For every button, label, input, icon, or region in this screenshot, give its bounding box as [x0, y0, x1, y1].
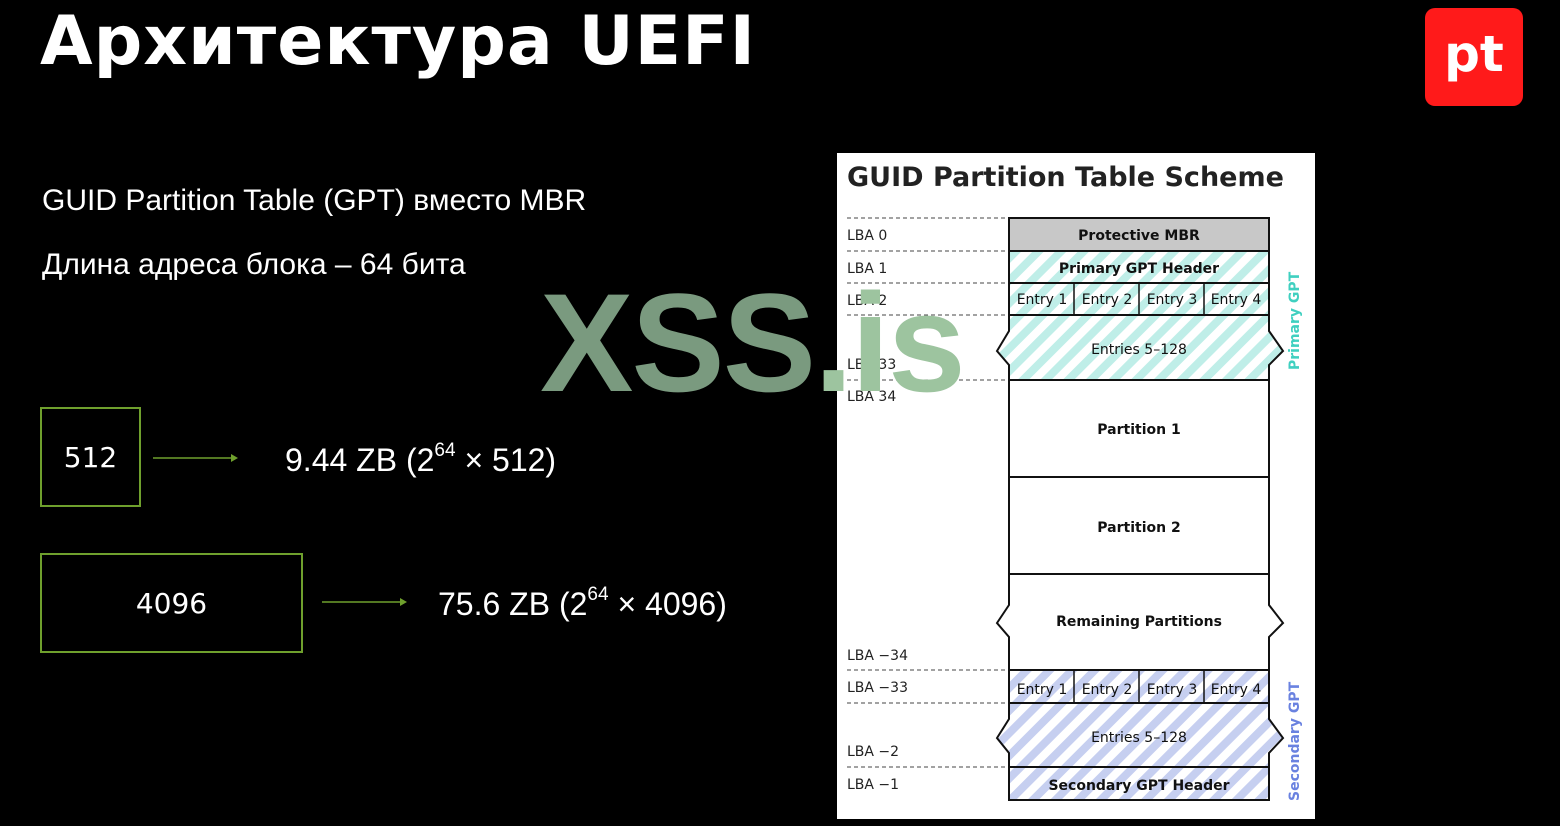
lba-label: LBA −34 — [847, 648, 908, 664]
primary-gpt-header-block — [1008, 250, 1270, 284]
bullet-address-length: Длина адреса блока – 64 бита — [42, 248, 466, 281]
block-size-512-box: 512 — [40, 407, 141, 507]
partition-1-label: Partition 1 — [1097, 422, 1180, 438]
lba-label: LBA 2 — [847, 293, 887, 309]
pt-logo: pt — [1425, 8, 1523, 106]
lba-label: LBA 0 — [847, 228, 887, 244]
secondary-gpt-label: Secondary GPT — [1287, 681, 1303, 801]
lba-label: LBA 33 — [847, 357, 896, 373]
primary-entry: Entry 3 — [1147, 292, 1198, 308]
watermark-xss: XSS — [540, 264, 816, 421]
result-4096: 75.6 ZB (264 × 4096) — [438, 584, 727, 622]
bullet-gpt: GUID Partition Table (GPT) вместо MBR — [42, 184, 587, 217]
remaining-partitions-label: Remaining Partitions — [1056, 614, 1222, 630]
lba-label: LBA −2 — [847, 744, 899, 760]
secondary-gpt-header-label: Secondary GPT Header — [1048, 778, 1229, 794]
arrow-right-icon — [322, 598, 407, 606]
watermark: XSS.is — [540, 262, 966, 424]
slide-title: Архитектура UEFI — [40, 2, 756, 81]
block-size-512: 512 — [63, 440, 118, 474]
arrow-right-icon — [153, 454, 238, 462]
lba-label: LBA −1 — [847, 777, 899, 793]
primary-entries-rest-label: Entries 5–128 — [1091, 342, 1187, 358]
secondary-gpt-header-block — [1008, 766, 1270, 801]
result-512: 9.44 ZB (264 × 512) — [285, 440, 557, 478]
block-size-4096: 4096 — [135, 586, 208, 620]
lba-label: LBA 1 — [847, 261, 887, 277]
lba-label: LBA 34 — [847, 389, 896, 405]
partition-1-block — [1008, 379, 1270, 478]
primary-entry: Entry 4 — [1211, 292, 1262, 308]
gpt-scheme-svg: GUID Partition Table Scheme LBA 0 LBA 1 … — [847, 162, 1303, 801]
lba-separators — [847, 217, 1009, 768]
diagram-title: GUID Partition Table Scheme — [847, 162, 1284, 193]
gpt-scheme-diagram: GUID Partition Table Scheme LBA 0 LBA 1 … — [837, 153, 1315, 819]
lba-label: LBA −33 — [847, 680, 908, 696]
secondary-entry: Entry 1 — [1017, 682, 1068, 698]
primary-gpt-label: Primary GPT — [1287, 271, 1303, 370]
secondary-entry: Entry 2 — [1082, 682, 1133, 698]
logo-text: pt — [1444, 25, 1504, 83]
block-size-4096-box: 4096 — [40, 553, 303, 653]
protective-mbr-label: Protective MBR — [1078, 228, 1200, 244]
primary-entry: Entry 2 — [1082, 292, 1133, 308]
watermark-is: .is — [814, 264, 966, 421]
primary-gpt-header-label: Primary GPT Header — [1059, 261, 1219, 277]
secondary-entry: Entry 4 — [1211, 682, 1262, 698]
partition-2-block — [1008, 476, 1270, 575]
secondary-entries-rest-label: Entries 5–128 — [1091, 730, 1187, 746]
secondary-entry: Entry 3 — [1147, 682, 1198, 698]
partition-2-label: Partition 2 — [1097, 520, 1180, 536]
primary-entry: Entry 1 — [1017, 292, 1068, 308]
